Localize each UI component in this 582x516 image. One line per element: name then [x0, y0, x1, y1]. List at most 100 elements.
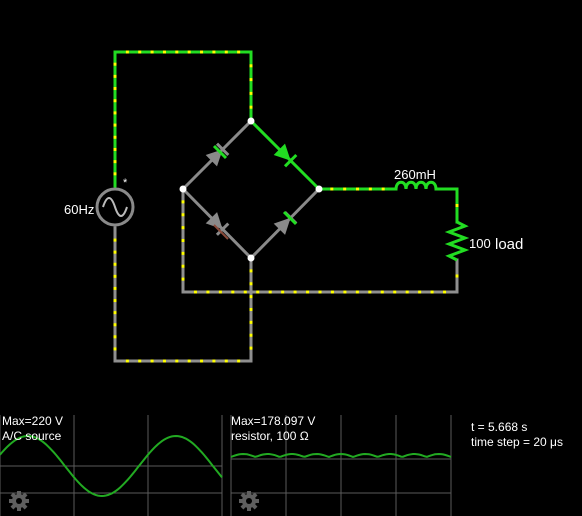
current-dot	[249, 333, 253, 337]
current-dot	[113, 160, 117, 164]
current-dot	[368, 187, 372, 191]
current-dot	[443, 290, 447, 294]
current-dot	[368, 290, 372, 294]
current-dot	[181, 200, 185, 204]
gear-hole	[246, 498, 252, 504]
diode-bar-live[interactable]	[212, 144, 228, 160]
current-dot	[113, 347, 117, 351]
diode-top-right[interactable]	[249, 119, 321, 191]
current-dot	[200, 50, 204, 54]
current-dot	[113, 99, 117, 103]
current-dot	[181, 277, 185, 281]
scope-1[interactable]	[0, 415, 223, 516]
gear-icon[interactable]	[8, 490, 30, 512]
diode-bar-live[interactable]	[282, 210, 298, 226]
current-dot	[330, 290, 334, 294]
current-dot	[113, 147, 117, 151]
scope-2-trace	[230, 452, 452, 458]
current-dot	[249, 78, 253, 82]
current-dot	[343, 290, 347, 294]
current-dot	[113, 335, 117, 339]
current-dot	[224, 50, 228, 54]
current-dot	[193, 290, 197, 294]
current-dot	[162, 359, 166, 363]
current-dot	[455, 204, 459, 207]
current-dot	[181, 213, 185, 217]
scope-2-grid	[230, 415, 452, 516]
current-dot	[237, 50, 241, 54]
current-dot	[343, 187, 347, 191]
current-dot	[249, 64, 253, 68]
diode-bar[interactable]	[215, 142, 230, 157]
current-dot	[243, 290, 247, 294]
current-dot	[113, 286, 117, 290]
current-dot	[405, 290, 409, 294]
current-dot	[113, 172, 117, 176]
diode-bar[interactable]	[283, 153, 298, 168]
ac-voltage-source[interactable]	[95, 187, 135, 227]
diode-bottom-right[interactable]	[249, 187, 321, 260]
inductor-coil[interactable]	[394, 180, 438, 190]
current-dot	[212, 50, 216, 54]
current-dot	[113, 62, 117, 66]
gear-hole	[16, 498, 22, 504]
current-dot	[113, 274, 117, 278]
current-dot	[249, 308, 253, 311]
current-dot	[175, 359, 179, 363]
load-resistor[interactable]	[444, 220, 470, 262]
current-dot	[181, 239, 185, 242]
inductor[interactable]	[394, 180, 438, 190]
scope-1-labels: Max=220 V A/C source	[2, 414, 63, 444]
resistor-zigzag[interactable]	[444, 220, 470, 262]
current-dot	[113, 111, 117, 115]
current-dot	[249, 269, 253, 273]
scope-2[interactable]	[230, 415, 452, 516]
current-dot	[181, 264, 185, 268]
sine-wave-icon	[102, 197, 128, 217]
current-dot	[249, 346, 253, 350]
current-dot	[113, 74, 117, 78]
current-dot	[162, 50, 166, 54]
current-dot	[113, 299, 117, 303]
current-dot	[113, 262, 117, 266]
current-dot	[393, 290, 397, 294]
diode-arrow[interactable]	[273, 217, 291, 235]
current-dot	[181, 226, 185, 230]
resistor-name-label: load	[495, 236, 523, 253]
gear-icon[interactable]	[238, 490, 260, 512]
diode-arrow[interactable]	[205, 149, 223, 167]
current-dot	[138, 359, 142, 363]
sim-timestep-label: time step = 20 μs	[471, 435, 563, 449]
current-dot	[218, 290, 222, 294]
current-dot	[212, 359, 216, 363]
current-dot	[318, 290, 322, 294]
diode-top-left[interactable]	[181, 119, 253, 191]
diode-arrow[interactable]	[205, 212, 223, 230]
current-dot	[187, 50, 191, 54]
diode-bar[interactable]	[215, 222, 230, 236]
current-dot	[224, 359, 228, 363]
current-dot	[455, 274, 459, 278]
scope-1-trace	[0, 434, 223, 498]
current-dot	[206, 290, 210, 294]
source-marker: *	[123, 177, 128, 189]
junction-nodes	[179, 117, 323, 262]
current-dot	[138, 50, 142, 54]
current-dot	[418, 290, 422, 294]
resistor-value-label: 100	[469, 236, 491, 251]
scope-2-max-label: Max=178.097 V	[231, 414, 316, 428]
diode-arrow[interactable]	[273, 143, 291, 161]
current-dot	[256, 290, 260, 294]
diode-bar[interactable]	[213, 224, 229, 240]
source-frequency-label: 60Hz	[64, 202, 94, 217]
bridge-rectifier[interactable]	[181, 119, 321, 260]
current-dot	[430, 290, 434, 294]
current-dot	[113, 238, 117, 242]
current-dot	[113, 323, 117, 327]
diode-bottom-left[interactable]	[181, 187, 253, 260]
current-dot	[381, 187, 385, 191]
current-dot	[268, 290, 272, 294]
junction-node	[179, 185, 187, 193]
wire-layer[interactable]	[113, 50, 459, 363]
